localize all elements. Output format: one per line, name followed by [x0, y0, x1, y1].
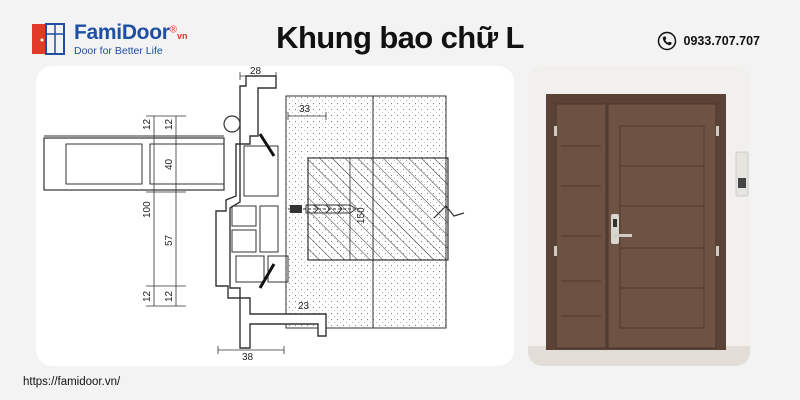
frame-chamber-5 [267, 255, 289, 283]
smart-lock [611, 214, 632, 244]
door-left-leaf [555, 103, 607, 349]
dim-label-38: 38 [242, 352, 254, 363]
phone-contact[interactable]: 0933.707.707 [657, 31, 760, 51]
gasket-seal [223, 115, 241, 133]
dim-label-12-top-b: 12 [164, 118, 175, 130]
door-leaf-panel-1 [65, 143, 143, 185]
brand-domain-suffix: vn [176, 31, 188, 41]
dim-label-150: 150 [356, 207, 367, 224]
hinge-left-top [554, 126, 557, 136]
door-right-leaf [607, 103, 717, 349]
door-logo-icon [32, 23, 65, 56]
dim-label-12-bottom-a: 12 [142, 290, 153, 302]
door-photo-card [528, 66, 750, 366]
page-title: Khung bao chữ L [276, 20, 524, 55]
dim-label-40: 40 [164, 158, 175, 170]
dim-label-12-bottom-b: 12 [164, 290, 175, 302]
dim-inner-width: 33 [287, 104, 327, 120]
dim-vertical-chain [146, 115, 186, 307]
anchor-bolt [288, 204, 357, 214]
right-leaf-grooves [619, 125, 705, 329]
brand-name: FamiDoor [74, 21, 170, 44]
hatched-stud [307, 157, 449, 261]
door-leaf-panel-2 [149, 143, 225, 185]
l-frame-cross-section-drawing: 28 33 23 38 12 [43, 66, 465, 363]
frame-chamber-4 [235, 255, 265, 283]
frame-top-chamber [243, 145, 279, 197]
dim-label-57: 57 [164, 234, 175, 246]
dim-label-28: 28 [250, 66, 262, 77]
top-screw [258, 133, 276, 157]
brand-registered-mark: ® [169, 24, 177, 36]
hinge-right-top [716, 126, 719, 136]
double-door-illustration [528, 66, 750, 366]
hinge-right-bottom [716, 246, 719, 256]
break-line [433, 205, 465, 219]
dim-label-23: 23 [298, 301, 310, 312]
brand-logo[interactable]: FamiDoor®vn Door for Better Life [30, 22, 188, 57]
dim-label-33: 33 [299, 104, 311, 115]
wall-device [735, 151, 749, 197]
dim-wall-height: 150 [349, 158, 367, 260]
l-frame-profile [215, 75, 327, 349]
dim-label-100: 100 [142, 201, 153, 218]
frame-chamber-3 [259, 205, 279, 253]
dim-label-12-top-a: 12 [142, 118, 153, 130]
technical-drawing-card: 28 33 23 38 12 [36, 66, 514, 366]
bottom-screw [258, 263, 276, 289]
dim-top-width: 28 [239, 66, 277, 80]
phone-number: 0933.707.707 [683, 34, 760, 48]
website-url[interactable]: https://famidoor.vn/ [23, 376, 121, 388]
frame-chamber-2 [231, 229, 257, 253]
frame-chamber-1 [231, 205, 257, 227]
brand-tagline: Door for Better Life [74, 45, 163, 57]
dim-bottom-width: 38 [217, 346, 285, 363]
phone-icon [657, 31, 676, 51]
hinge-left-bottom [554, 246, 557, 256]
left-leaf-grooves [561, 145, 601, 317]
door-leaf-outline [43, 137, 225, 191]
dim-bottom-inner-width: 23 [292, 301, 326, 315]
